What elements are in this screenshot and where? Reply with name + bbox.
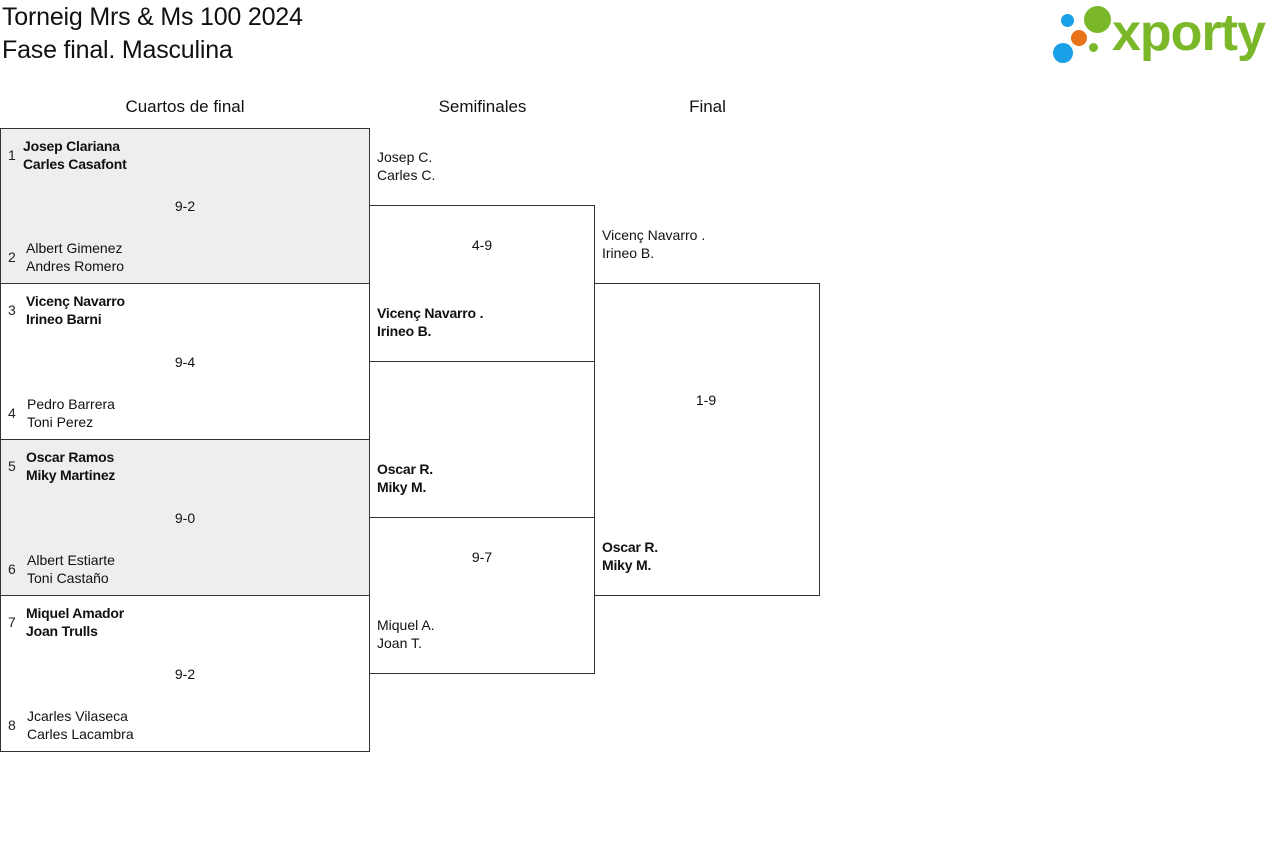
round-header-semifinals: Semifinales [438, 97, 527, 116]
seed-number: 3 [8, 302, 16, 318]
match-score: 4-9 [471, 237, 493, 253]
round-header-quarterfinals: Cuartos de final [125, 97, 245, 116]
logo-dot-blue [1061, 14, 1074, 27]
player-name: Pedro Barrera [27, 396, 115, 412]
final-team-bottom: Oscar R. Miky M. [602, 538, 658, 574]
match-score: 9-4 [174, 354, 196, 370]
xporty-logo: xporty [1050, 3, 1276, 67]
player-name: Miquel Amador [26, 605, 124, 621]
player-name: Josep Clariana [23, 138, 120, 154]
team-winner: Miquel Amador Joan Trulls [26, 604, 124, 640]
team-loser: Albert Estiarte Toni Castaño [27, 551, 115, 587]
player-name: Miky M. [377, 479, 427, 495]
quarterfinal-match-3: 5 Oscar Ramos Miky Martinez 9-0 6 Albert… [0, 439, 370, 596]
match-score: 9-0 [174, 510, 196, 526]
player-name: Carles C. [377, 167, 436, 183]
player-name: Oscar Ramos [26, 449, 115, 465]
player-name: Irineo B. [602, 245, 655, 261]
player-name: Vicenç Navarro [26, 293, 125, 309]
team-loser: Jcarles Vilaseca Carles Lacambra [27, 707, 134, 743]
semifinal-1-team-bottom: Vicenç Navarro . Irineo B. [377, 304, 483, 340]
player-name: Vicenç Navarro . [602, 227, 706, 243]
logo-dot-orange [1071, 30, 1087, 46]
match-score: 9-2 [174, 198, 196, 214]
player-name: Oscar R. [377, 461, 433, 477]
player-name: Miquel A. [377, 617, 435, 633]
quarterfinal-match-1: 1 Josep Clariana Carles Casafont 9-2 2 A… [0, 128, 370, 284]
semifinal-match-2: 9-7 Miquel A. Joan T. [369, 517, 595, 674]
team-loser: Pedro Barrera Toni Perez [27, 395, 115, 431]
seed-number: 2 [8, 249, 16, 265]
player-name: Joan T. [377, 635, 422, 651]
player-name: Toni Perez [27, 414, 94, 430]
quarterfinal-match-2: 3 Vicenç Navarro Irineo Barni 9-4 4 Pedr… [0, 283, 370, 440]
logo-dot-green-small [1089, 43, 1098, 52]
team-winner: Vicenç Navarro Irineo Barni [26, 292, 125, 328]
team-winner: Oscar Ramos Miky Martinez [26, 448, 115, 484]
player-name: Miky Martinez [26, 467, 116, 483]
logo-wordmark: xporty [1112, 4, 1266, 62]
round-header-final: Final [689, 97, 726, 116]
player-name: Carles Lacambra [27, 726, 134, 742]
team-loser: Albert Gimenez Andres Romero [26, 239, 124, 275]
seed-number: 4 [8, 405, 16, 421]
player-name: Albert Gimenez [26, 240, 123, 256]
match-score: 9-2 [174, 666, 196, 682]
match-score: 9-7 [471, 549, 493, 565]
phase-title: Fase final. Masculina [2, 36, 233, 64]
player-name: Joan Trulls [26, 623, 98, 639]
player-name: Andres Romero [26, 258, 125, 274]
seed-number: 8 [8, 717, 16, 733]
seed-number: 1 [8, 147, 16, 163]
semifinal-match-1: 4-9 Vicenç Navarro . Irineo B. [369, 205, 595, 362]
match-score: 1-9 [695, 392, 717, 408]
player-name: Albert Estiarte [27, 552, 115, 568]
semifinal-2-team-bottom: Miquel A. Joan T. [377, 616, 435, 652]
quarterfinal-match-4: 7 Miquel Amador Joan Trulls 9-2 8 Jcarle… [0, 595, 370, 752]
seed-number: 7 [8, 614, 16, 630]
player-name: Miky M. [602, 557, 652, 573]
semifinal-1-team-top: Josep C. Carles C. [377, 148, 435, 184]
player-name: Vicenç Navarro . [377, 305, 484, 321]
seed-number: 5 [8, 458, 16, 474]
seed-number: 6 [8, 561, 16, 577]
team-winner: Josep Clariana Carles Casafont [23, 137, 127, 173]
tournament-title: Torneig Mrs & Ms 100 2024 [2, 3, 303, 31]
final-team-top: Vicenç Navarro . Irineo B. [602, 226, 705, 262]
player-name: Irineo Barni [26, 311, 102, 327]
player-name: Oscar R. [602, 539, 658, 555]
logo-dot-green [1084, 6, 1111, 33]
player-name: Josep C. [377, 149, 433, 165]
logo-dot-blue-large [1053, 43, 1073, 63]
player-name: Carles Casafont [23, 156, 127, 172]
player-name: Toni Castaño [27, 570, 109, 586]
final-match: 1-9 Oscar R. Miky M. [594, 283, 820, 596]
player-name: Jcarles Vilaseca [27, 708, 128, 724]
player-name: Irineo B. [377, 323, 432, 339]
semifinal-2-team-top: Oscar R. Miky M. [377, 460, 433, 496]
